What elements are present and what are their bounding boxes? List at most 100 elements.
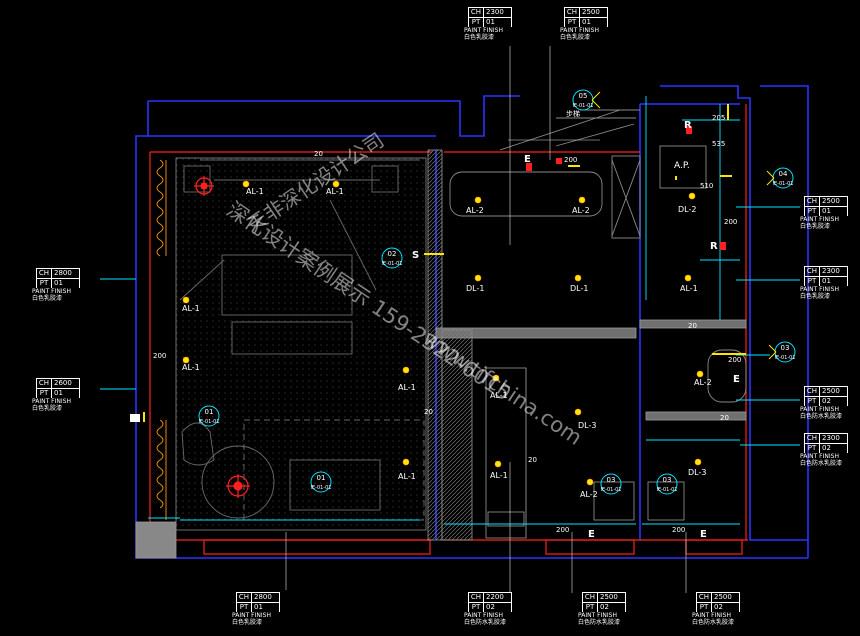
marker-r-2: R bbox=[710, 241, 718, 252]
tag-pt-value: 01 bbox=[54, 279, 63, 287]
tag-finish-cn: 白色乳胶漆 bbox=[560, 34, 591, 41]
tag-finish-cn: 白色防水乳胶漆 bbox=[800, 460, 843, 467]
tag-pt-value: 01 bbox=[254, 603, 263, 611]
tag-finish: PAINT FINISH bbox=[464, 27, 503, 34]
tag-ch-key: CH bbox=[805, 197, 820, 206]
section-sheet-6: IE-01-01 bbox=[775, 355, 796, 361]
marker-e-2: E bbox=[733, 374, 740, 385]
label-al1-i: AL-1 bbox=[680, 284, 698, 293]
label-al2-b: AL-2 bbox=[572, 206, 590, 215]
label-dl2: DL-2 bbox=[678, 205, 696, 214]
tag-pt-value: 01 bbox=[486, 18, 495, 26]
tag-pt-key: PT bbox=[583, 603, 598, 612]
dim-200-f: 200 bbox=[564, 156, 577, 164]
dim-20-b: 20 bbox=[424, 408, 433, 416]
marker-e-1: E bbox=[524, 154, 531, 165]
tag-pt-key: PT bbox=[469, 18, 484, 27]
label-dl1-b: DL-1 bbox=[570, 284, 588, 293]
tag-ch-value: 2800 bbox=[254, 593, 272, 601]
tag-finish-cn: 白色防水乳胶漆 bbox=[692, 619, 735, 626]
tag-ch-key: CH bbox=[697, 593, 712, 602]
section-sheet-3: IE-01-01 bbox=[382, 261, 403, 267]
tag-pt-value: 01 bbox=[822, 207, 831, 215]
section-sheet-5: IE-01-01 bbox=[657, 487, 678, 493]
label-al1-c: AL-1 bbox=[182, 304, 200, 313]
tag-pt-value: 02 bbox=[822, 444, 831, 452]
label-al2-a: AL-2 bbox=[466, 206, 484, 215]
dim-200-a: 200 bbox=[153, 352, 166, 360]
yellow-ticks bbox=[143, 104, 746, 422]
tag-pt-value: 02 bbox=[822, 397, 831, 405]
section-sheet-7: IE-01-01 bbox=[773, 181, 794, 187]
tag-finish-cn: 白色防水乳胶漆 bbox=[800, 413, 843, 420]
bedroom-ceiling bbox=[175, 157, 427, 531]
tag-pt-value: 01 bbox=[54, 389, 63, 397]
marker-r-1: R bbox=[684, 120, 692, 131]
dim-20-e: 20 bbox=[720, 414, 729, 422]
label-al1-a: AL-1 bbox=[246, 187, 264, 196]
section-num-5: 03 bbox=[663, 476, 672, 484]
interior-walls bbox=[130, 149, 747, 559]
tag-finish-cn: 白色乳胶漆 bbox=[232, 619, 263, 626]
dim-535: 535 bbox=[712, 140, 725, 148]
tag-finish: PAINT FINISH bbox=[692, 612, 731, 619]
section-sheet-2: IE-01-01 bbox=[311, 485, 332, 491]
tag-finish: PAINT FINISH bbox=[560, 27, 599, 34]
tag-ch-value: 2300 bbox=[822, 434, 840, 442]
tag-ch-key: CH bbox=[469, 8, 484, 17]
dim-205: 205 bbox=[712, 114, 725, 122]
tag-finish-cn: 白色乳胶漆 bbox=[464, 34, 495, 41]
tag-finish: PAINT FINISH bbox=[464, 612, 503, 619]
tag-finish-cn: 白色防水乳胶漆 bbox=[578, 619, 621, 626]
tag-ch-value: 2500 bbox=[822, 197, 840, 205]
tag-finish-cn: 白色防水乳胶漆 bbox=[464, 619, 507, 626]
tag-pt-value: 02 bbox=[714, 603, 723, 611]
tag-pt-key: PT bbox=[697, 603, 712, 612]
marker-e-3: E bbox=[588, 529, 595, 540]
dim-200-e: 200 bbox=[724, 218, 737, 226]
tag-pt-key: PT bbox=[37, 279, 52, 288]
dim-20-d: 20 bbox=[688, 322, 697, 330]
label-dl1-a: DL-1 bbox=[466, 284, 484, 293]
tag-ch-key: CH bbox=[37, 379, 52, 388]
section-num-2: 01 bbox=[317, 474, 326, 482]
tag-pt-value: 02 bbox=[600, 603, 609, 611]
tag-ch-value: 2200 bbox=[486, 593, 504, 601]
bathroom-fixtures bbox=[441, 109, 747, 541]
section-num-4: 03 bbox=[607, 476, 616, 484]
tag-pt-key: PT bbox=[805, 207, 820, 216]
label-al1-b: AL-1 bbox=[326, 187, 344, 196]
tag-pt-value: 02 bbox=[486, 603, 495, 611]
tag-ch-value: 2500 bbox=[714, 593, 732, 601]
cyan-lines bbox=[100, 96, 800, 525]
tag-ch-key: CH bbox=[565, 8, 580, 17]
tag-finish-cn: 白色乳胶漆 bbox=[800, 223, 831, 230]
label-al1-e: AL-1 bbox=[398, 383, 416, 392]
dim-200-c: 200 bbox=[672, 526, 685, 534]
label-al1-h: AL-1 bbox=[490, 471, 508, 480]
tag-pt-value: 01 bbox=[582, 18, 591, 26]
tag-pt-key: PT bbox=[805, 277, 820, 286]
tag-ch-key: CH bbox=[237, 593, 252, 602]
dim-510: 510 bbox=[700, 182, 713, 190]
tag-ch-value: 2300 bbox=[486, 8, 504, 16]
dim-200-b: 200 bbox=[556, 526, 569, 534]
dim-200-d: 200 bbox=[728, 356, 741, 364]
light-points bbox=[182, 180, 704, 486]
curtain-left bbox=[156, 159, 167, 520]
section-num-1: 01 bbox=[205, 408, 214, 416]
tag-finish: PAINT FINISH bbox=[232, 612, 271, 619]
label-dl3-a: DL-3 bbox=[578, 421, 596, 430]
tag-finish: PAINT FINISH bbox=[32, 288, 71, 295]
tag-finish: PAINT FINISH bbox=[800, 453, 839, 460]
tag-pt-key: PT bbox=[469, 603, 484, 612]
